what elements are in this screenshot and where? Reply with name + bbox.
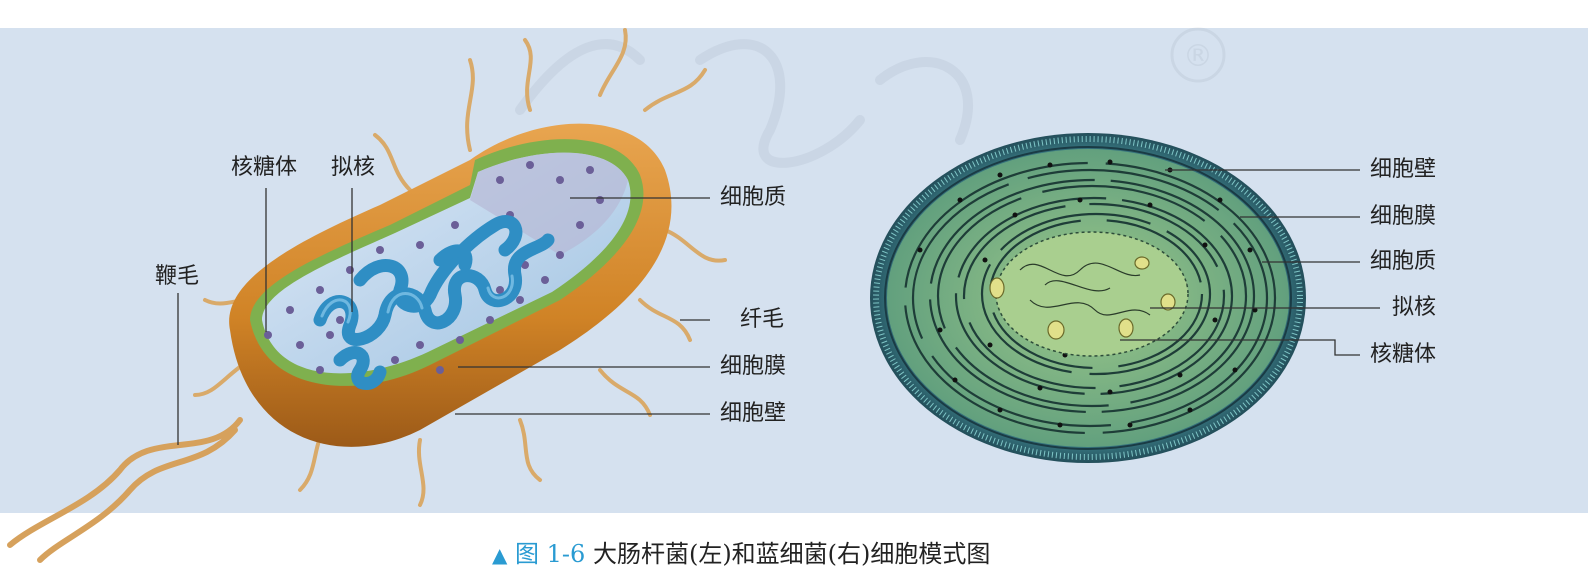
nucleoid-fibers (1019, 262, 1151, 316)
watermark: ® (515, 27, 1226, 168)
flagellum (7, 417, 243, 563)
caption-text: 大肠杆菌(左)和蓝细菌(右)细胞模式图 (592, 540, 991, 568)
label-wall-left: 细胞壁 (720, 401, 787, 426)
label-ribosome-left: 核糖体 (231, 155, 298, 180)
label-membrane-right: 细胞膜 (1370, 204, 1437, 229)
inclusion-granules (989, 256, 1176, 340)
figure-caption: ▲ 图 1-6 大肠杆菌(左)和蓝细菌(右)细胞模式图 (492, 541, 990, 568)
dna-coil (313, 215, 555, 390)
cyanobacterium-cell (870, 133, 1306, 463)
pili (193, 28, 727, 507)
ecoli-cell (7, 28, 727, 563)
label-cytoplasm-left: 细胞质 (720, 185, 787, 210)
caption-marker: ▲ (492, 543, 508, 567)
ribosome-dots (264, 161, 604, 389)
label-cytoplasm-right: 细胞质 (1370, 249, 1437, 274)
label-wall-right: 细胞壁 (1370, 157, 1437, 182)
label-membrane-left: 细胞膜 (720, 354, 787, 379)
caption-number: 图 1-6 (515, 540, 586, 568)
label-ribosome-right: 核糖体 (1370, 342, 1437, 367)
left-leader-lines (177, 188, 710, 445)
label-pili: 纤毛 (740, 307, 785, 332)
thylakoid-rings (903, 161, 1277, 435)
label-nucleoid-left: 拟核 (331, 155, 376, 180)
label-flagellum: 鞭毛 (155, 264, 200, 289)
svg-text:®: ® (1183, 39, 1213, 74)
label-nucleoid-right: 拟核 (1392, 295, 1437, 320)
right-leader-lines (1120, 169, 1380, 356)
